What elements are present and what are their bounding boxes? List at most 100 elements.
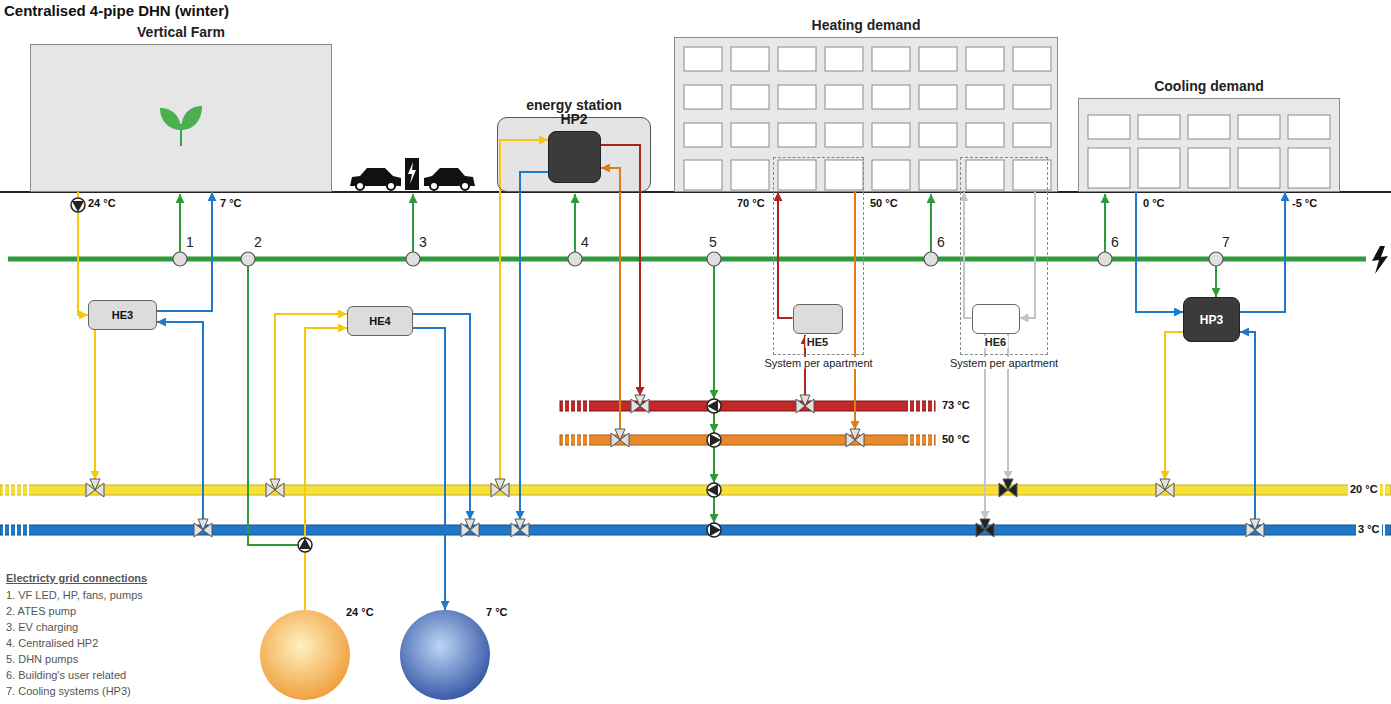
window xyxy=(966,85,1004,109)
callout-number: 4 xyxy=(581,234,589,250)
window xyxy=(919,47,957,71)
label-text: 20 °C xyxy=(1348,483,1380,496)
callout-number: 1 xyxy=(186,234,194,250)
valve-symbol xyxy=(461,519,479,537)
window xyxy=(1088,115,1130,139)
window xyxy=(731,85,769,109)
building-windows xyxy=(684,47,1330,190)
pipe-end-stripes xyxy=(3,400,1385,536)
heat-pump: HP3 xyxy=(1183,297,1240,342)
window xyxy=(1013,123,1051,147)
pipe-stripe xyxy=(3,524,5,536)
heat-exchanger: HE4 xyxy=(347,306,413,336)
window xyxy=(684,123,722,147)
apartment-system: System per apartmentHE6 xyxy=(960,157,1048,355)
window xyxy=(966,160,1004,190)
window xyxy=(872,160,910,190)
node-text: 7 °C xyxy=(484,606,510,618)
callout-number: 7 xyxy=(1222,234,1230,250)
callout-number: 6 xyxy=(1111,234,1119,250)
pipe-stripe xyxy=(926,434,928,446)
pipe-stripe xyxy=(575,434,577,446)
pipe-stripe xyxy=(920,434,922,446)
window xyxy=(778,160,816,190)
valve-symbol xyxy=(511,519,529,537)
pump-symbol xyxy=(707,433,721,447)
pipe-stripe xyxy=(581,434,583,446)
window xyxy=(1188,148,1230,188)
grid-connection xyxy=(173,252,187,266)
window xyxy=(684,160,722,190)
pipe-stripe xyxy=(908,434,910,446)
window xyxy=(1138,115,1180,139)
pipe-connector xyxy=(778,192,793,318)
grid-connection xyxy=(406,252,420,266)
pump-symbol xyxy=(707,523,721,537)
window xyxy=(778,47,816,71)
node-text: System per apartment xyxy=(948,357,1060,369)
pipe-connector xyxy=(305,328,347,610)
pipe-stripe xyxy=(1383,484,1385,496)
valve-symbol xyxy=(999,479,1017,497)
pipe-connector xyxy=(157,192,212,311)
valve-symbol xyxy=(631,395,649,413)
window xyxy=(1288,148,1330,188)
node-text: Vertical Farm xyxy=(137,24,225,40)
pipe-stripe xyxy=(581,400,583,412)
window xyxy=(872,123,910,147)
window xyxy=(1138,148,1180,188)
pipe-stripe xyxy=(9,524,11,536)
pipe-stripe xyxy=(575,400,577,412)
window xyxy=(825,123,863,147)
pipe-stripe xyxy=(3,484,5,496)
pipe-stripe xyxy=(932,434,934,446)
window xyxy=(684,47,722,71)
heat-pump: HP2 xyxy=(548,131,601,183)
window xyxy=(825,47,863,71)
node-text: HE6 xyxy=(983,336,1008,348)
valve-symbol xyxy=(846,429,864,447)
pipe-stripe xyxy=(563,434,565,446)
pipe-stripe xyxy=(9,484,11,496)
node-text: Cooling demand xyxy=(1154,78,1264,94)
label-text: 24 °C xyxy=(88,197,116,209)
window xyxy=(872,85,910,109)
heat-exchanger: HE3 xyxy=(88,300,157,330)
leaf-icon xyxy=(160,106,202,146)
label-text: 6. Building's user related xyxy=(6,669,126,681)
label-text: 3 °C xyxy=(1356,523,1382,536)
node-text: HE4 xyxy=(369,315,390,327)
label-text: 4. Centralised HP2 xyxy=(6,637,98,649)
window xyxy=(1013,160,1051,190)
ev-cars-icon xyxy=(350,158,475,190)
window xyxy=(778,85,816,109)
pipe-stripe xyxy=(587,400,589,412)
window xyxy=(1088,148,1130,188)
label-text: 2. ATES pump xyxy=(6,605,76,617)
window xyxy=(919,85,957,109)
label-text: 70 °C xyxy=(737,197,765,209)
farm-building xyxy=(30,44,332,192)
valve-symbol xyxy=(491,479,509,497)
label-text: 73 °C xyxy=(940,399,972,412)
pipe-stripe xyxy=(908,400,910,412)
energy-station: energy stationHP2 xyxy=(497,117,651,192)
pipe-stripe xyxy=(926,400,928,412)
callout-number: 5 xyxy=(709,234,717,250)
valve-symbol xyxy=(796,395,814,413)
label-text: 50 °C xyxy=(870,197,898,209)
valve-symbol xyxy=(1156,479,1174,497)
pipe-stripe xyxy=(27,484,29,496)
pipes xyxy=(0,401,1391,535)
heat-exchanger: HE6 xyxy=(972,304,1020,334)
pipe-stripe xyxy=(27,524,29,536)
callout-number: 6 xyxy=(937,234,945,250)
label-text: 0 °C xyxy=(1143,197,1165,209)
pipe-stripe xyxy=(914,434,916,446)
pipe-stripe xyxy=(563,400,565,412)
grid-connection xyxy=(924,252,938,266)
window xyxy=(966,47,1004,71)
label-text: Electricty grid connections xyxy=(6,572,147,584)
